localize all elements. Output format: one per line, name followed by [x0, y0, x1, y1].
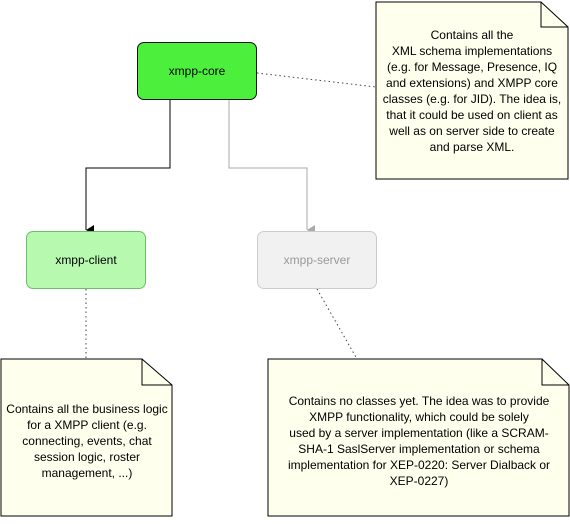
- note-link-core: [256, 72, 377, 88]
- note-link-server: [316, 288, 358, 360]
- note-server-text: Contains no classes yet. The idea was to…: [287, 394, 551, 488]
- node-xmpp-server[interactable]: xmpp-server: [257, 231, 377, 289]
- note-server: [267, 358, 570, 517]
- note-core-text: Contains all the XML schema implementati…: [382, 28, 562, 154]
- note-core: [375, 1, 569, 180]
- note-client: [0, 358, 173, 517]
- arrow-core-to-client: [85, 100, 171, 235]
- note-client-text: Contains all the business logic for a XM…: [6, 402, 168, 480]
- node-xmpp-client[interactable]: xmpp-client: [26, 231, 146, 289]
- arrow-core-to-server: [228, 100, 315, 235]
- node-xmpp-core-label: xmpp-core: [168, 64, 226, 78]
- node-xmpp-server-label: xmpp-server: [283, 253, 351, 267]
- node-xmpp-client-label: xmpp-client: [55, 253, 117, 267]
- node-xmpp-core[interactable]: xmpp-core: [137, 42, 257, 100]
